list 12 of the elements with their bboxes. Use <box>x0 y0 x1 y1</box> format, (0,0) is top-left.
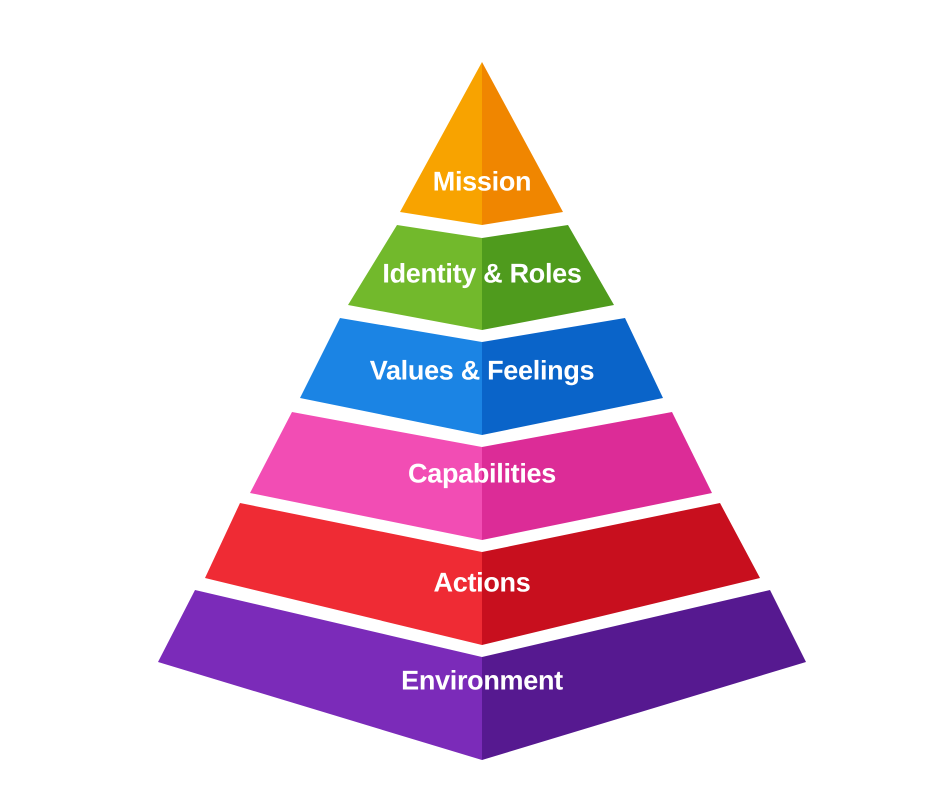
pyramid-tier <box>205 503 760 645</box>
tier-label: Values & Feelings <box>370 356 594 386</box>
tier-label: Identity & Roles <box>382 258 582 290</box>
pyramid-tier <box>400 62 563 225</box>
tier-label: Mission <box>432 166 532 198</box>
pyramid-tier <box>250 412 712 540</box>
pyramid-tier <box>300 318 663 435</box>
pyramid-tier <box>158 590 806 760</box>
tier-label: Capabilities <box>408 458 556 490</box>
tier-label: Environment <box>401 666 563 696</box>
pyramid-tier <box>348 225 614 330</box>
tier-label: Actions <box>434 568 530 598</box>
